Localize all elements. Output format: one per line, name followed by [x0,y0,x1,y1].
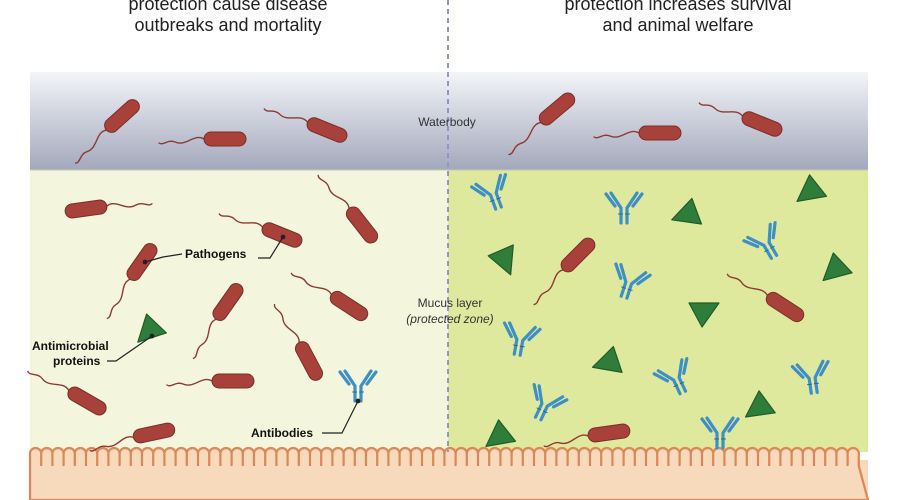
antimicrobial-proteins-label-line2: proteins [53,354,101,368]
epithelium-layer [28,446,870,500]
left-heading-line2: outbreaks and mortality [134,15,322,35]
left-panel-heading: protection cause disease outbreaks and m… [48,0,408,36]
callout-lines [107,236,359,434]
waterbody-label: Waterbody [418,115,476,129]
callout-dots [142,234,361,404]
antimicrobial-proteins-label-line1: Antimicrobial [32,339,109,353]
mucus-zone-protected [448,170,868,452]
right-heading-line2: and animal welfare [602,15,754,35]
protected-zone-label: (protected zone) [406,312,493,326]
antibodies-label: Antibodies [251,426,313,440]
right-heading-line1: protection increases survival [564,0,792,14]
right-panel-heading: protection increases survival and animal… [498,0,858,36]
mucus-layer-label: Mucus layer [418,296,483,310]
pathogens-label: Pathogens [185,247,247,261]
left-heading-line1: protection cause disease [128,0,328,14]
